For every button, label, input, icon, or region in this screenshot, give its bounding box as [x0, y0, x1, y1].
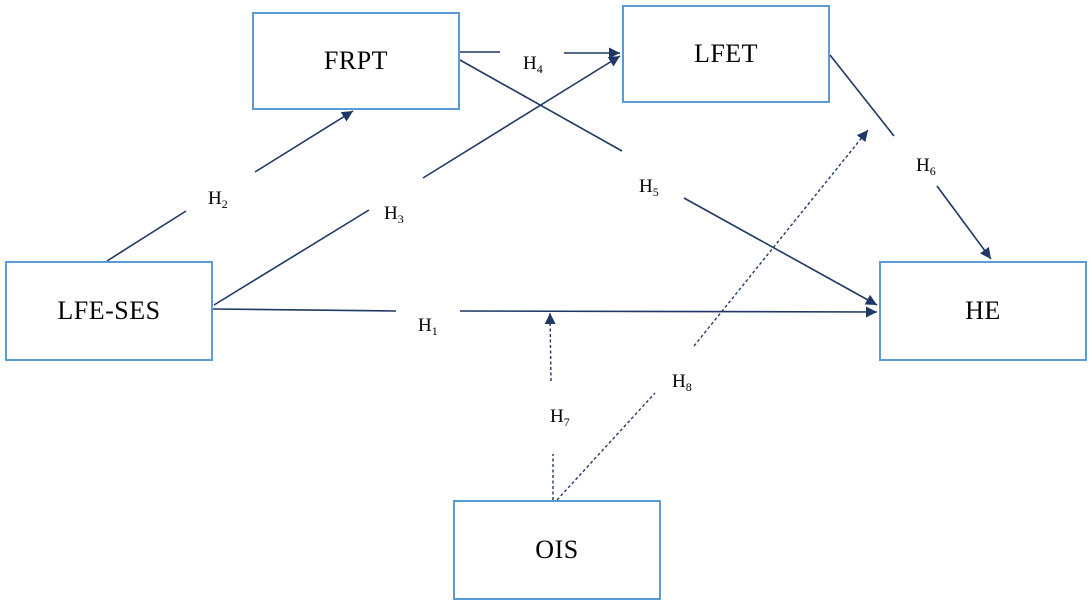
path-label-h5-letter: H — [639, 176, 653, 197]
h8-edge-segment-start — [556, 392, 656, 501]
h2-edge-segment-start — [106, 210, 187, 262]
node-frpt: FRPT — [252, 12, 460, 110]
path-label-h7-index: 7 — [563, 415, 570, 429]
node-lfet-label: LFET — [693, 39, 759, 68]
h5-edge-segment-end — [683, 197, 878, 306]
path-label-h4-letter: H — [523, 53, 537, 74]
h7-edge-segment-end — [544, 312, 556, 382]
path-label-h3-index: 3 — [397, 212, 404, 226]
h5-edge-segment-start — [459, 59, 623, 152]
path-label-h3: H3 — [383, 204, 405, 225]
node-lfe-ses: LFE-SES — [5, 261, 213, 361]
path-label-h1: H1 — [417, 316, 439, 337]
path-label-h1-index: 1 — [431, 324, 438, 338]
path-label-h2: H2 — [207, 189, 229, 210]
path-label-h5-index: 5 — [652, 185, 659, 199]
node-ois-label: OIS — [535, 535, 579, 564]
path-label-h1-letter: H — [418, 315, 432, 336]
path-label-h6-index: 6 — [929, 164, 936, 178]
path-label-h7: H7 — [549, 407, 571, 428]
h2-edge-segment-end — [254, 110, 354, 173]
h3-edge-segment-end — [422, 55, 621, 179]
path-label-h6-letter: H — [916, 155, 930, 176]
node-he: HE — [879, 261, 1087, 361]
node-lfet: LFET — [622, 5, 830, 103]
h1-edge-segment-start — [212, 308, 397, 312]
path-label-h2-index: 2 — [221, 197, 228, 211]
path-label-h5: H5 — [638, 177, 660, 198]
h3-edge-segment-start — [213, 209, 370, 306]
h8-edge-segment-end — [693, 129, 869, 347]
path-label-h6: H6 — [915, 156, 937, 177]
path-label-h3-letter: H — [384, 203, 398, 224]
path-label-h4-index: 4 — [536, 62, 543, 76]
path-label-h8-index: 8 — [685, 380, 692, 394]
node-ois: OIS — [453, 500, 661, 600]
path-label-h8-letter: H — [672, 371, 686, 392]
path-label-h2-letter: H — [208, 188, 222, 209]
h1-edge-segment-end — [459, 306, 878, 318]
path-label-h4: H4 — [522, 54, 544, 75]
path-label-h7-letter: H — [550, 406, 564, 427]
node-frpt-label: FRPT — [323, 46, 389, 75]
h6-edge-segment-start — [829, 54, 895, 137]
h6-edge-segment-end — [936, 185, 992, 260]
node-lfe-ses-label: LFE-SES — [57, 296, 161, 325]
path-label-h8: H8 — [671, 372, 693, 393]
node-he-label: HE — [965, 296, 1001, 325]
